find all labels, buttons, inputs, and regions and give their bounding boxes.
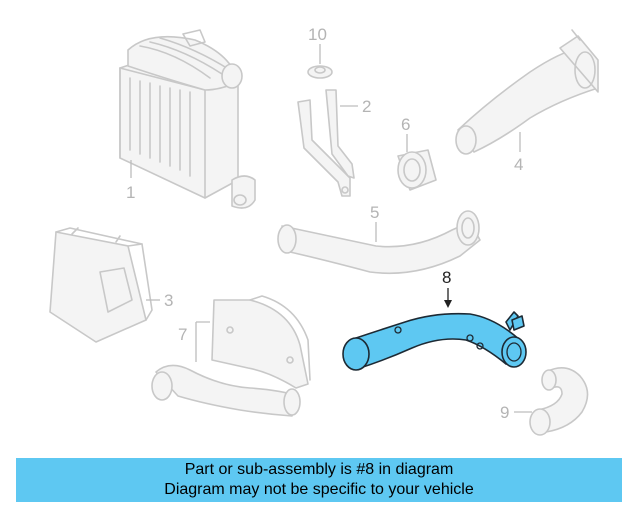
banner-line-1: Part or sub-assembly is #8 in diagram <box>184 461 454 478</box>
part-2-bracket[interactable] <box>297 89 355 197</box>
part-4-intake-duct[interactable] <box>455 29 599 155</box>
part-8-charge-pipe[interactable] <box>342 311 527 371</box>
parts-diagram: 1 10 2 6 4 5 <box>49 25 599 436</box>
callout-9: 9 <box>500 403 509 422</box>
callout-8: 8 <box>442 268 451 287</box>
part-3-air-box[interactable] <box>49 227 153 343</box>
callout-6: 6 <box>401 115 410 134</box>
part-10-clip[interactable] <box>307 65 333 79</box>
callout-10: 10 <box>308 25 327 44</box>
part-1-intercooler[interactable] <box>119 29 256 209</box>
part-5-hose[interactable] <box>277 210 481 275</box>
callout-7: 7 <box>178 325 187 344</box>
callout-2: 2 <box>362 97 371 116</box>
part-6-coupling[interactable] <box>397 149 437 191</box>
part-7-shield[interactable] <box>211 295 311 389</box>
callout-4: 4 <box>514 155 523 174</box>
part-7-elbow-hose[interactable] <box>151 364 301 417</box>
part-9-elbow[interactable] <box>529 367 589 436</box>
banner-line-2: Diagram may not be specific to your vehi… <box>164 481 474 498</box>
callout-5: 5 <box>370 203 379 222</box>
callout-1: 1 <box>126 183 135 202</box>
info-banner: Part or sub-assembly is #8 in diagram Di… <box>16 458 622 502</box>
callout-3: 3 <box>164 291 173 310</box>
